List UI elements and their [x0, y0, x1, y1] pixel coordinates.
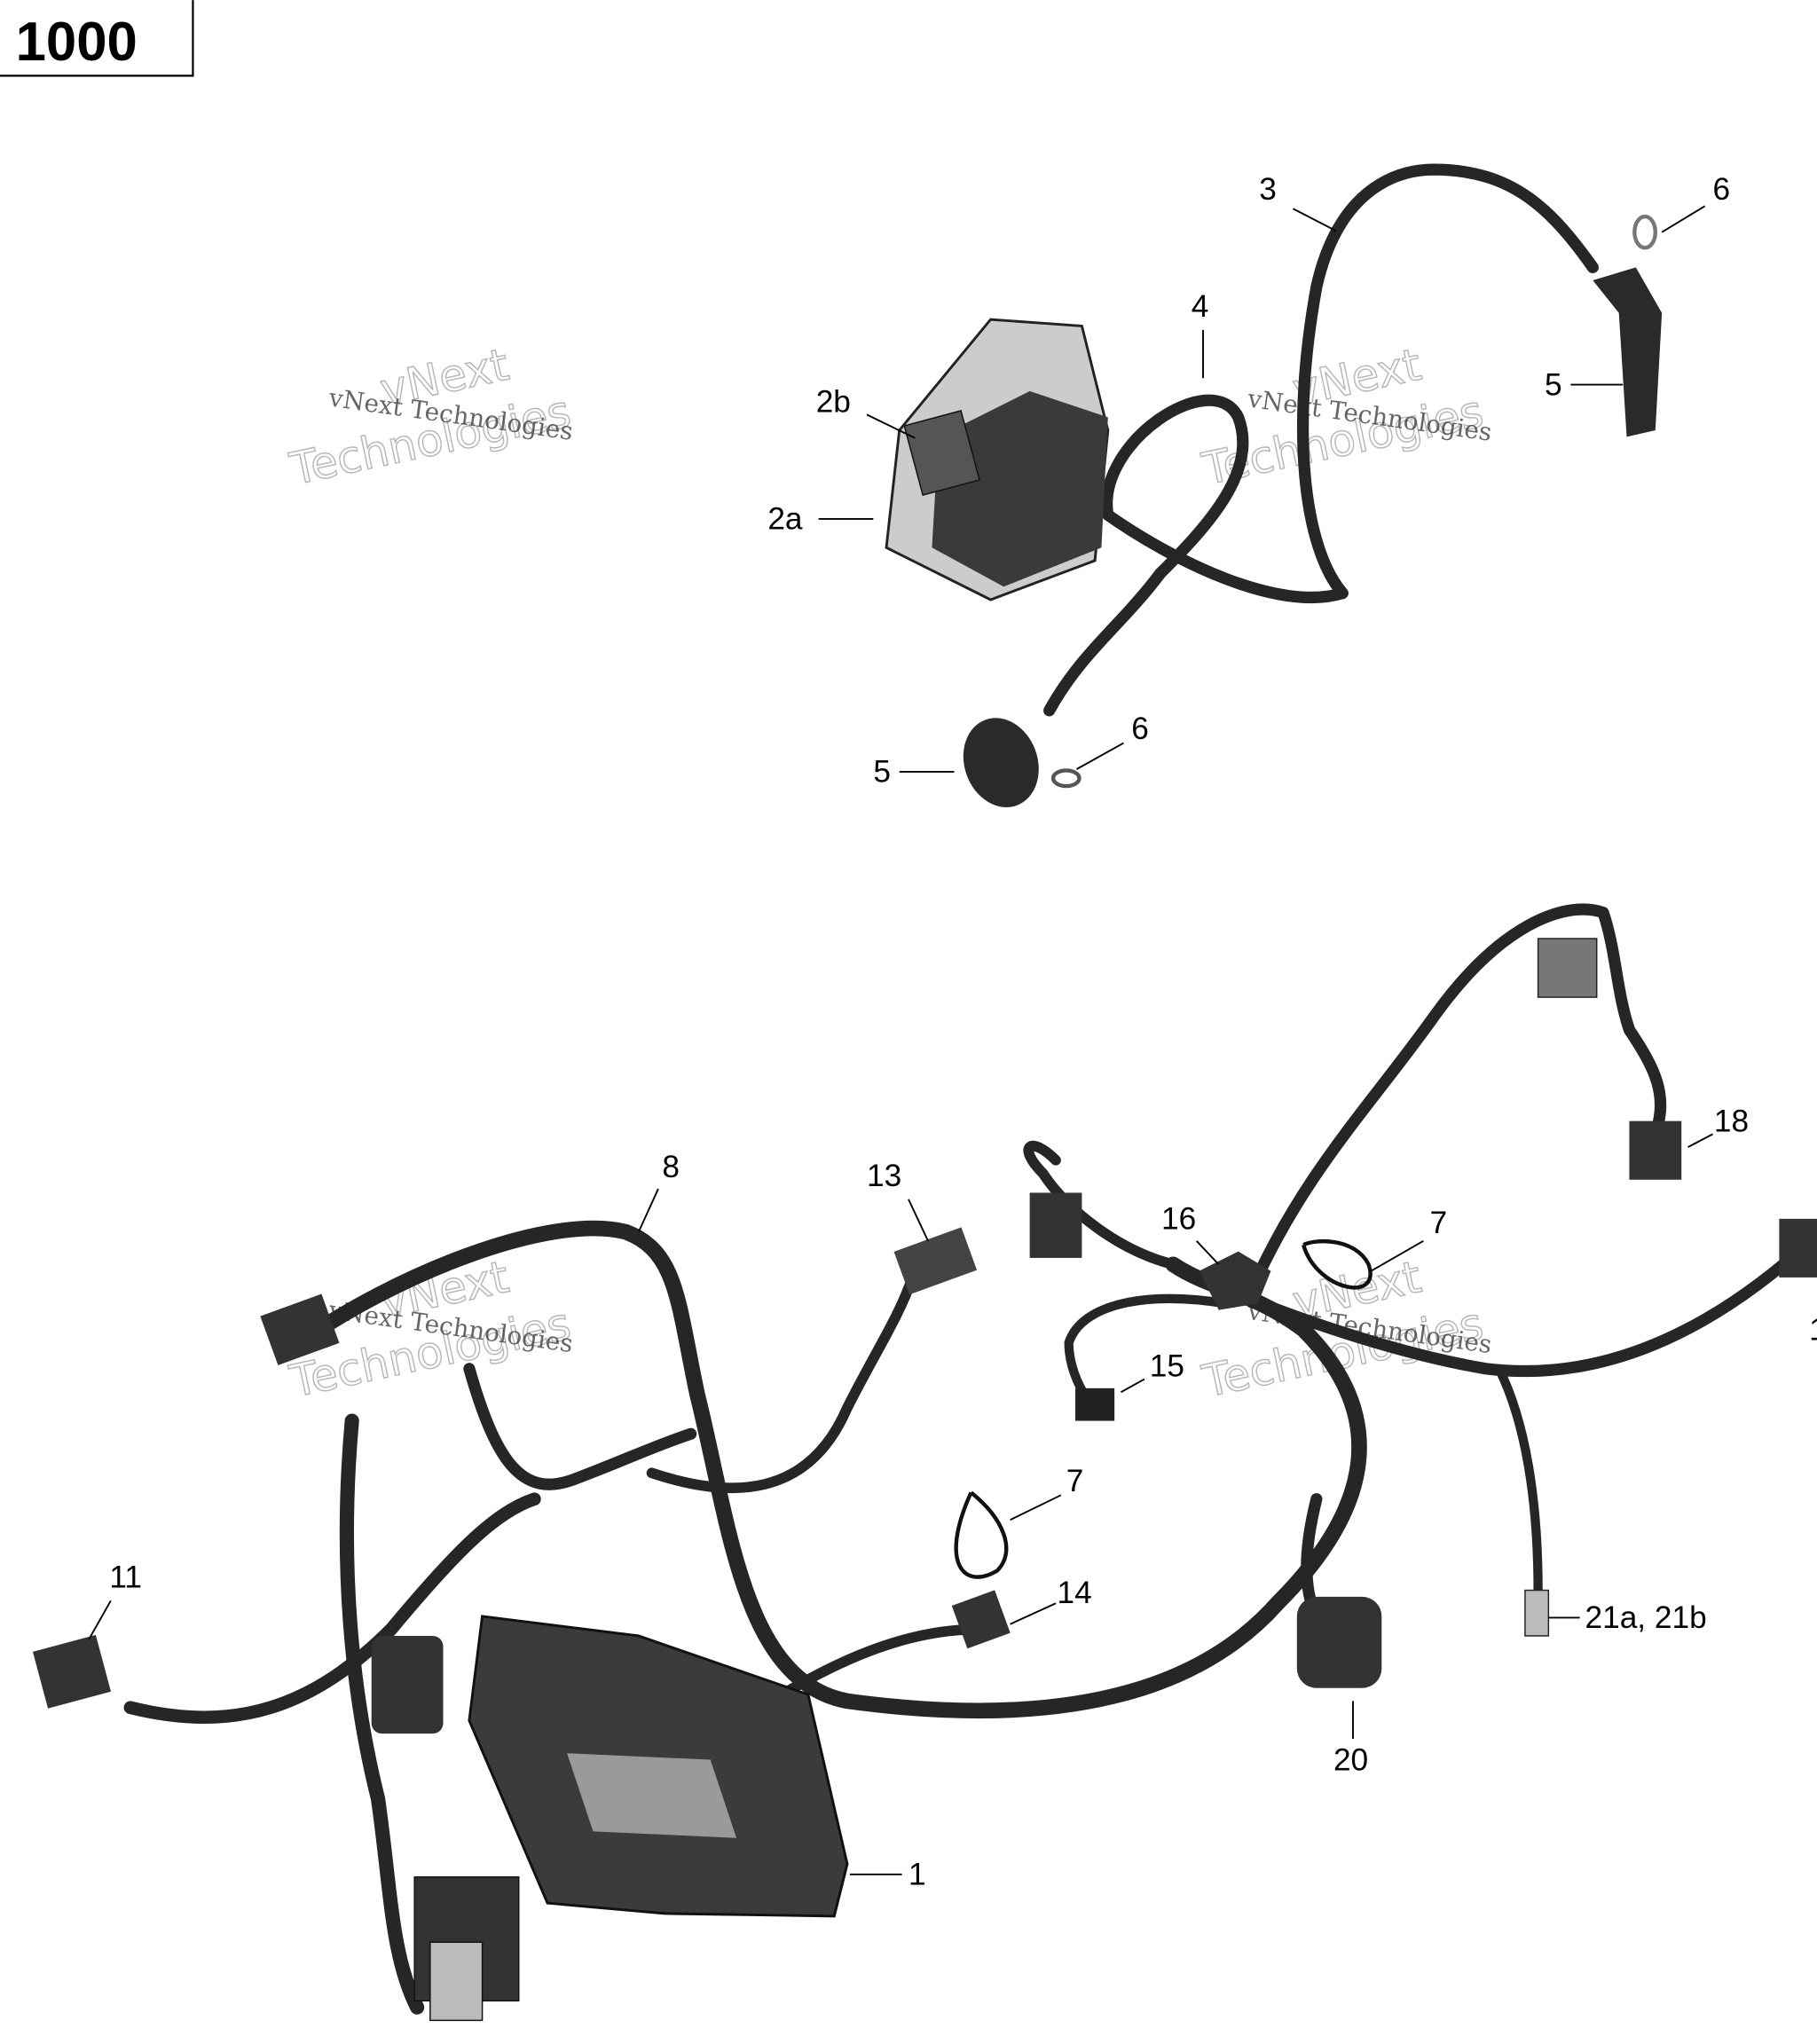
callout-2a: 2a [767, 502, 803, 537]
spark-plug-cap [963, 718, 1039, 807]
cable-tie-7 [954, 1490, 1009, 1579]
callout-16: 16 [1161, 1202, 1196, 1237]
connector [371, 1635, 444, 1734]
callout-8: 8 [662, 1150, 680, 1184]
callout-4: 4 [1192, 289, 1209, 324]
page-number: 1000 [16, 12, 138, 73]
callout-21a-21b: 21a, 21b [1585, 1600, 1706, 1635]
callout-5: 5 [873, 755, 891, 790]
clamp [1050, 768, 1082, 789]
connector-20 [1296, 1596, 1382, 1688]
clamp [1632, 214, 1658, 250]
callout-18: 18 [1714, 1104, 1749, 1138]
connector [1537, 938, 1598, 998]
wiring-harness-assembly [32, 903, 1817, 2022]
callout-3: 3 [1259, 172, 1277, 207]
spark-plug-cap [1593, 267, 1663, 437]
ecm-module [468, 1615, 849, 1918]
connector-15 [1075, 1388, 1115, 1421]
connector-18 [1629, 1120, 1682, 1180]
ignition-cable-3 [1296, 163, 1440, 600]
ignition-coil-assembly [885, 163, 1663, 807]
main-harness-8 [292, 1220, 1367, 1719]
callout-6: 6 [1131, 711, 1149, 746]
connector [1779, 1218, 1817, 1278]
callout-1: 1 [908, 1858, 926, 1892]
cable-tie-7 [1302, 1238, 1373, 1290]
grommet-16 [1199, 1251, 1271, 1310]
sensor-21 [1524, 1589, 1550, 1637]
callout-20: 20 [1333, 1742, 1368, 1777]
callout-2b: 2b [816, 384, 851, 419]
callout-15: 15 [1150, 1349, 1184, 1384]
connector-13 [893, 1227, 978, 1295]
connector [1029, 1192, 1082, 1258]
connector-14 [951, 1590, 1011, 1649]
callouts: 3 6 4 5 2b 2a 5 6 8 13 16 7 18 15 7 11 1… [88, 172, 1817, 1892]
connector [260, 1293, 340, 1365]
callout-6: 6 [1712, 172, 1730, 207]
callout-14: 14 [1057, 1576, 1091, 1610]
ignition-coil [885, 318, 1110, 601]
callout-7: 7 [1066, 1464, 1084, 1498]
connector-11 [32, 1634, 112, 1709]
connector [429, 1941, 484, 2022]
callout-5: 5 [1545, 367, 1562, 402]
page-number-box: 1000 [0, 0, 194, 77]
callout-7: 7 [1430, 1206, 1448, 1240]
ignition-cable-4 [1101, 394, 1349, 603]
callout-edge: 1 [1809, 1312, 1817, 1347]
callout-11: 11 [109, 1561, 142, 1595]
callout-13: 13 [867, 1159, 901, 1193]
